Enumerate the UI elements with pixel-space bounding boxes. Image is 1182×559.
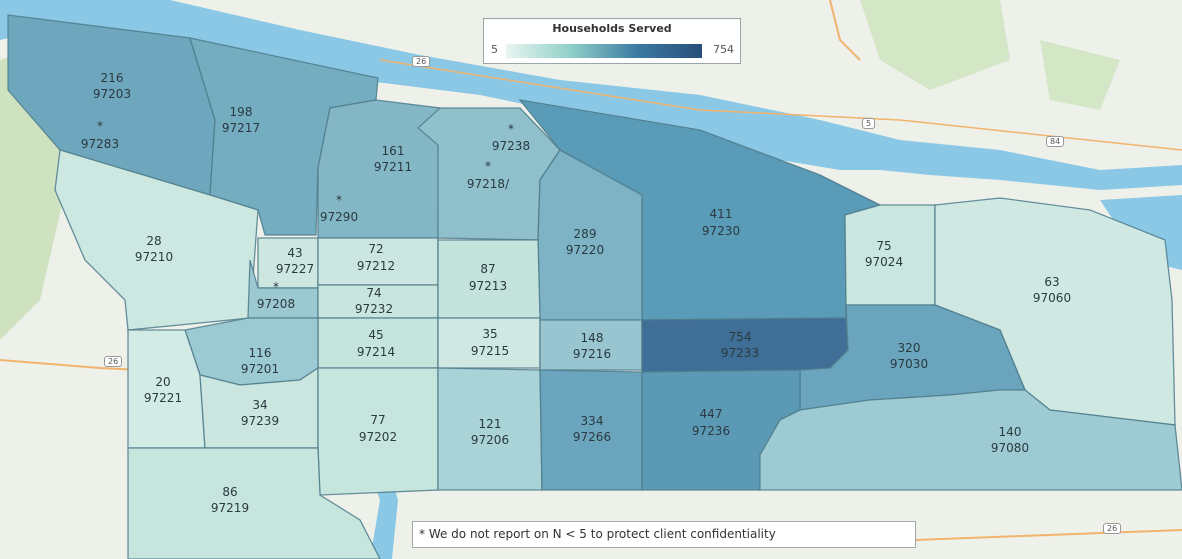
zip-value-label: 116 xyxy=(249,346,272,360)
zip-value-label: 216 xyxy=(101,71,124,85)
zip-code-label: 97220 xyxy=(566,243,604,257)
highway-shield-icon: 26 xyxy=(104,356,123,367)
zip-value-label: 121 xyxy=(479,417,502,431)
legend-title: Households Served xyxy=(552,22,672,35)
zip-code-label: 97233 xyxy=(721,346,759,360)
zip-code-label: 97216 xyxy=(573,347,611,361)
zip-value-label: 161 xyxy=(382,144,405,158)
zip-code-label: 97213 xyxy=(469,279,507,293)
zip-value-label: 754 xyxy=(729,330,752,344)
zip-code-label: 97266 xyxy=(573,430,611,444)
zip-value-label: 74 xyxy=(366,286,381,300)
zip-value-label: * xyxy=(336,193,342,207)
legend-min-value: 5 xyxy=(491,43,498,56)
zip-code-label: 97236 xyxy=(692,424,730,438)
highway-road xyxy=(914,529,1182,541)
zip-value-label: 34 xyxy=(252,398,267,412)
zip-code-label: 97219 xyxy=(211,501,249,515)
zip-97215[interactable] xyxy=(437,317,541,369)
zip-value-label: 28 xyxy=(146,234,161,248)
park-area xyxy=(860,0,1010,90)
highway-road xyxy=(829,0,861,61)
zip-value-label: 86 xyxy=(222,485,237,499)
zip-code-label: 97217 xyxy=(222,121,260,135)
zip-value-label: 140 xyxy=(999,425,1022,439)
zip-value-label: 43 xyxy=(287,246,302,260)
zip-97217[interactable] xyxy=(189,37,379,236)
highway-shield-icon: 26 xyxy=(412,56,431,67)
zip-code-label: 97283 xyxy=(81,137,119,151)
zip-code-label: 97221 xyxy=(144,391,182,405)
zip-code-label: 97214 xyxy=(357,345,395,359)
zip-97216[interactable] xyxy=(539,319,643,371)
zip-value-label: 20 xyxy=(155,375,170,389)
zip-value-label: 45 xyxy=(368,328,383,342)
zip-97233[interactable] xyxy=(641,317,849,373)
zip-code-label: 97238 xyxy=(492,139,530,153)
zip-value-label: 77 xyxy=(370,413,385,427)
zip-code-label: 97080 xyxy=(991,441,1029,455)
zip-code-label: 97060 xyxy=(1033,291,1071,305)
zip-code-label: 97290 xyxy=(320,210,358,224)
zip-value-label: * xyxy=(273,280,279,294)
highway-shield-icon: 26 xyxy=(1103,523,1122,534)
zip-code-label: 97202 xyxy=(359,430,397,444)
zip-code-label: 97208 xyxy=(257,297,295,311)
zip-labels: 216 97203 * 97283 198 97217 161 97211 * … xyxy=(81,71,1071,515)
highway-shield-icon: 84 xyxy=(1046,136,1065,147)
zip-97080[interactable] xyxy=(759,389,1182,491)
zip-code-label: 97212 xyxy=(357,259,395,273)
zip-code-label: 97201 xyxy=(241,362,279,376)
legend-max-value: 754 xyxy=(713,43,734,56)
zip-value-label: 289 xyxy=(574,227,597,241)
zip-code-label: 97232 xyxy=(355,302,393,316)
zip-code-label: 97203 xyxy=(93,87,131,101)
zip-code-label: 97230 xyxy=(702,224,740,238)
river-columbia xyxy=(0,0,1182,190)
zip-code-label: 97210 xyxy=(135,250,173,264)
zip-97214[interactable] xyxy=(317,317,439,369)
zip-97219[interactable] xyxy=(127,447,381,559)
color-legend: Households Served 5 754 xyxy=(483,18,741,64)
zip-value-label: 75 xyxy=(876,239,891,253)
zip-value-label: 320 xyxy=(898,341,921,355)
zip-97210[interactable] xyxy=(54,149,259,331)
zip-code-label: 97206 xyxy=(471,433,509,447)
zip-value-label: * xyxy=(508,122,514,136)
zip-value-label: 35 xyxy=(482,327,497,341)
highway-road xyxy=(379,59,1182,151)
zip-value-label: 411 xyxy=(710,207,733,221)
zip-value-label: 334 xyxy=(581,414,604,428)
zip-value-label: 72 xyxy=(368,242,383,256)
zip-value-label: * xyxy=(97,119,103,133)
zip-value-label: 87 xyxy=(480,262,495,276)
zip-code-label: 97215 xyxy=(471,344,509,358)
zip-value-label: 63 xyxy=(1044,275,1059,289)
zip-value-label: 447 xyxy=(700,407,723,421)
park-area xyxy=(1040,40,1120,110)
zip-code-label: 97024 xyxy=(865,255,903,269)
zip-97202[interactable] xyxy=(317,367,439,496)
zip-code-label: 97227 xyxy=(276,262,314,276)
zip-value-label: * xyxy=(485,159,491,173)
zip-code-label: 97211 xyxy=(374,160,412,174)
zip-code-label: 97218/ xyxy=(467,177,510,191)
zip-code-label: 97030 xyxy=(890,357,928,371)
highway-shield-icon: 5 xyxy=(862,118,876,129)
zip-code-label: 97239 xyxy=(241,414,279,428)
zip-value-label: 148 xyxy=(581,331,604,345)
confidentiality-footnote: * We do not report on N < 5 to protect c… xyxy=(412,521,916,548)
zip-value-label: 198 xyxy=(230,105,253,119)
legend-gradient-bar xyxy=(506,44,702,58)
